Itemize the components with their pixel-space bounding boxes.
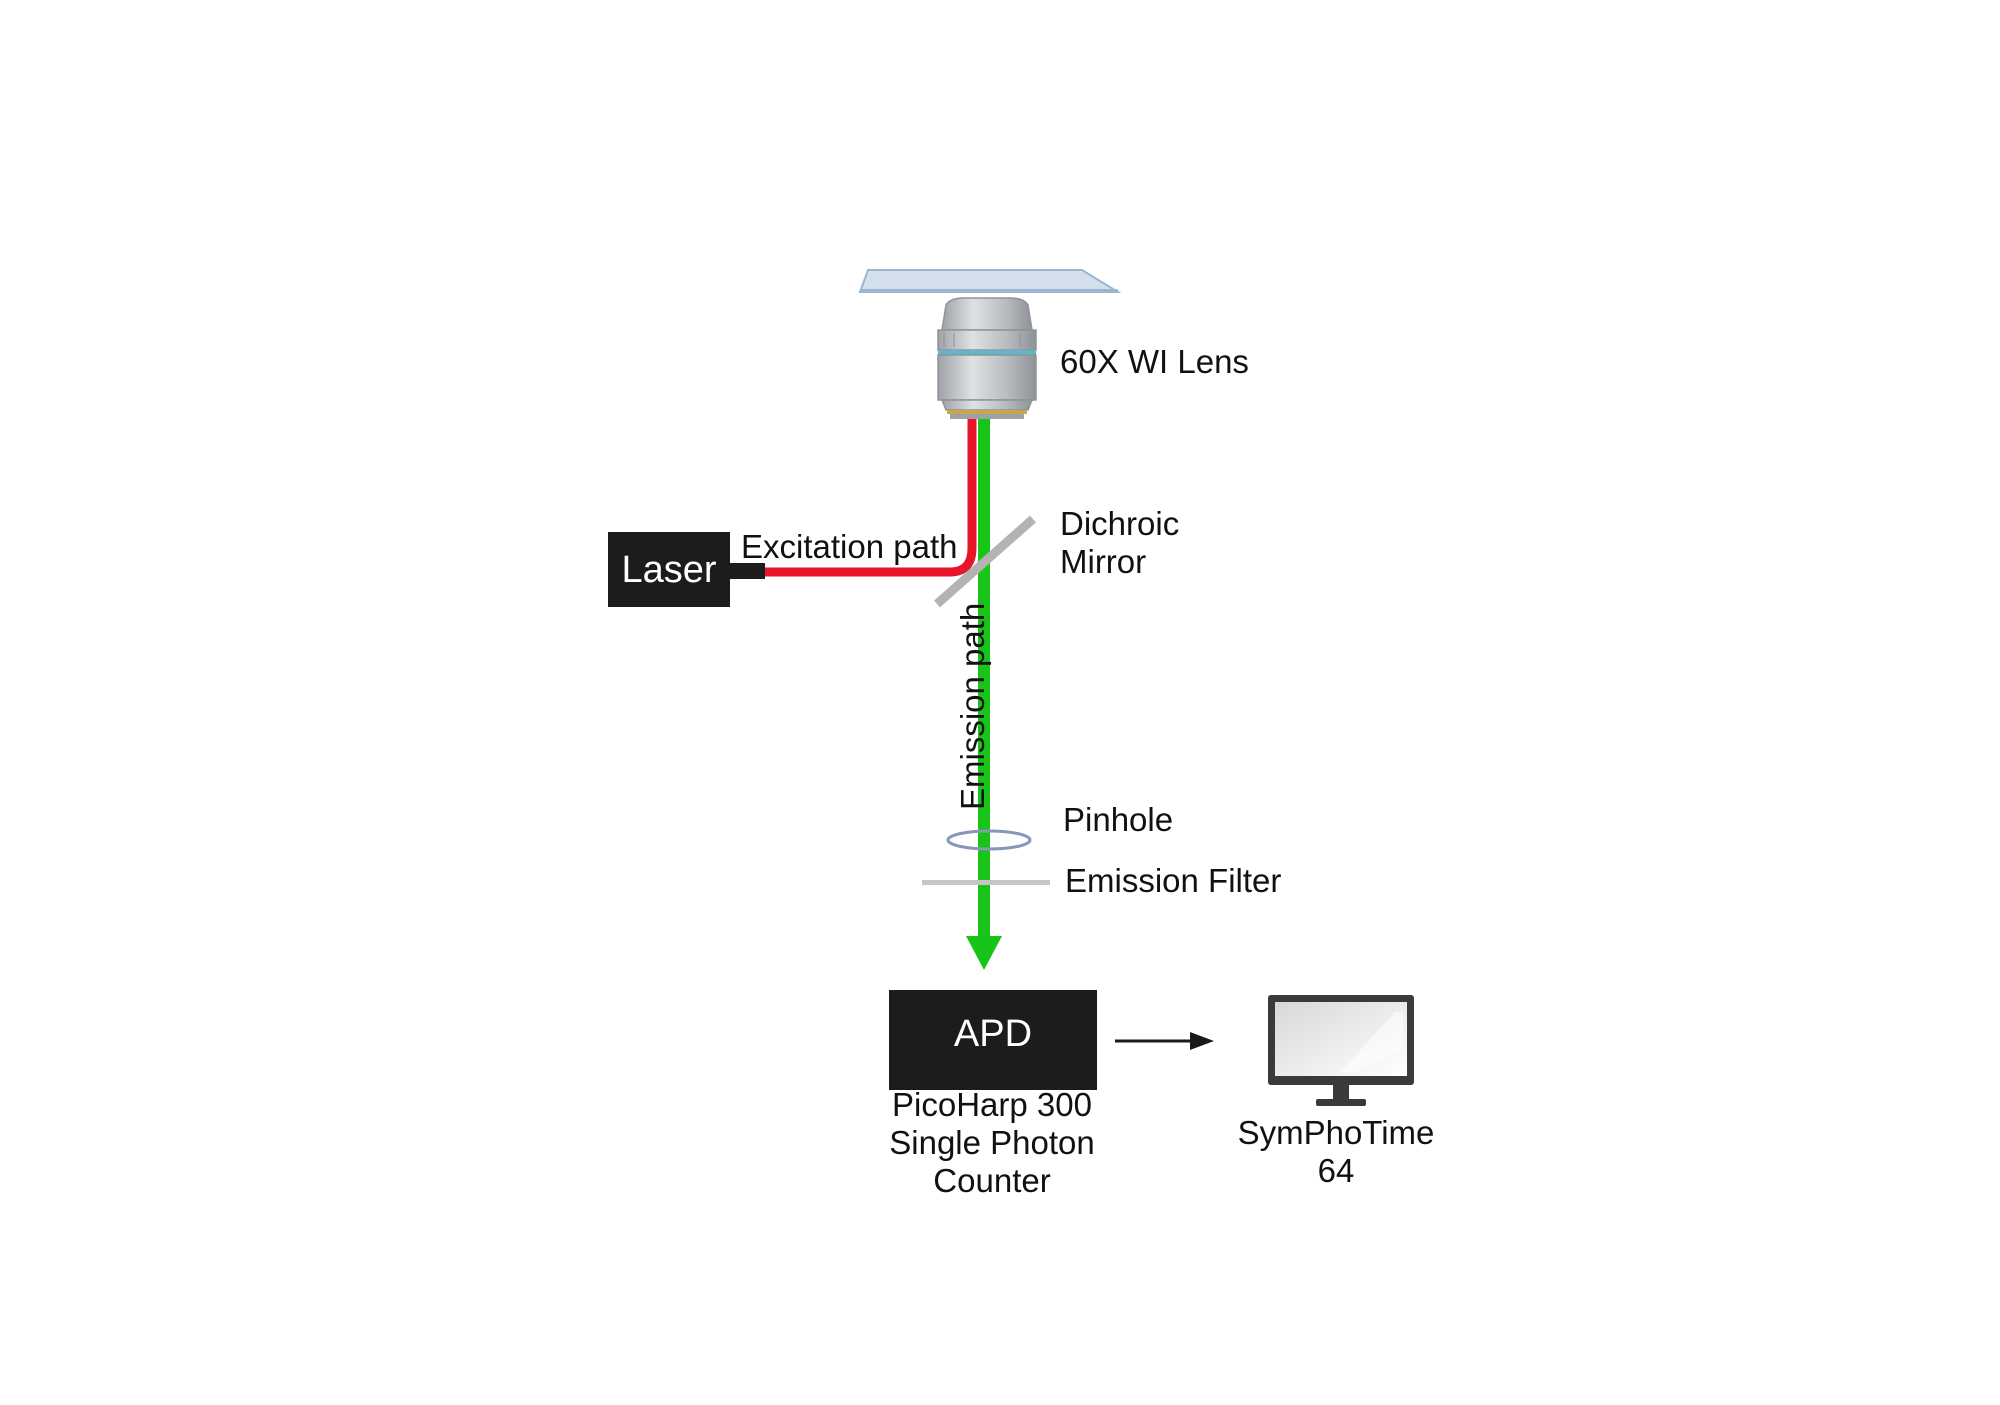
excitation-beam [765,419,977,577]
photon-counter-label: PicoHarp 300 Single Photon Counter [872,1086,1112,1200]
emission-beam [966,419,1002,970]
photon-counter-label-line2: Single Photon [889,1124,1095,1161]
objective-lens-icon [937,297,1037,419]
software-label: SymPhoTime 64 [1216,1114,1456,1190]
pinhole [946,829,1032,851]
dichroic-mirror-label-line1: Dichroic [1060,505,1180,542]
laser-box [608,532,730,607]
emission-path-label: Emission path [954,602,991,810]
monitor-icon [1268,995,1414,1106]
lens-label: 60X WI Lens [1060,343,1249,380]
photon-counter-label-line1: PicoHarp 300 [892,1086,1092,1123]
photon-counter-label-line3: Counter [933,1162,1051,1199]
dichroic-mirror-label: Dichroic Mirror [1060,505,1179,581]
pinhole-label: Pinhole [1063,801,1174,838]
software-label-line2: 64 [1317,1152,1355,1189]
software-label-line1: SymPhoTime [1237,1114,1435,1151]
emission-arrowhead [966,936,1002,970]
laser-label: Laser [621,549,717,591]
emission-filter-label: Emission Filter [1065,862,1282,899]
laser-nozzle [728,563,765,579]
apd-label: APD [953,1013,1033,1055]
excitation-path-label: Excitation path [741,528,958,565]
apd-box [889,990,1097,1090]
data-transfer-arrow [1115,1032,1214,1050]
glass-slide-icon [858,269,1122,293]
dichroic-mirror [934,515,1036,608]
dichroic-mirror-label-line2: Mirror [1060,543,1147,580]
emission-filter [922,880,1050,885]
